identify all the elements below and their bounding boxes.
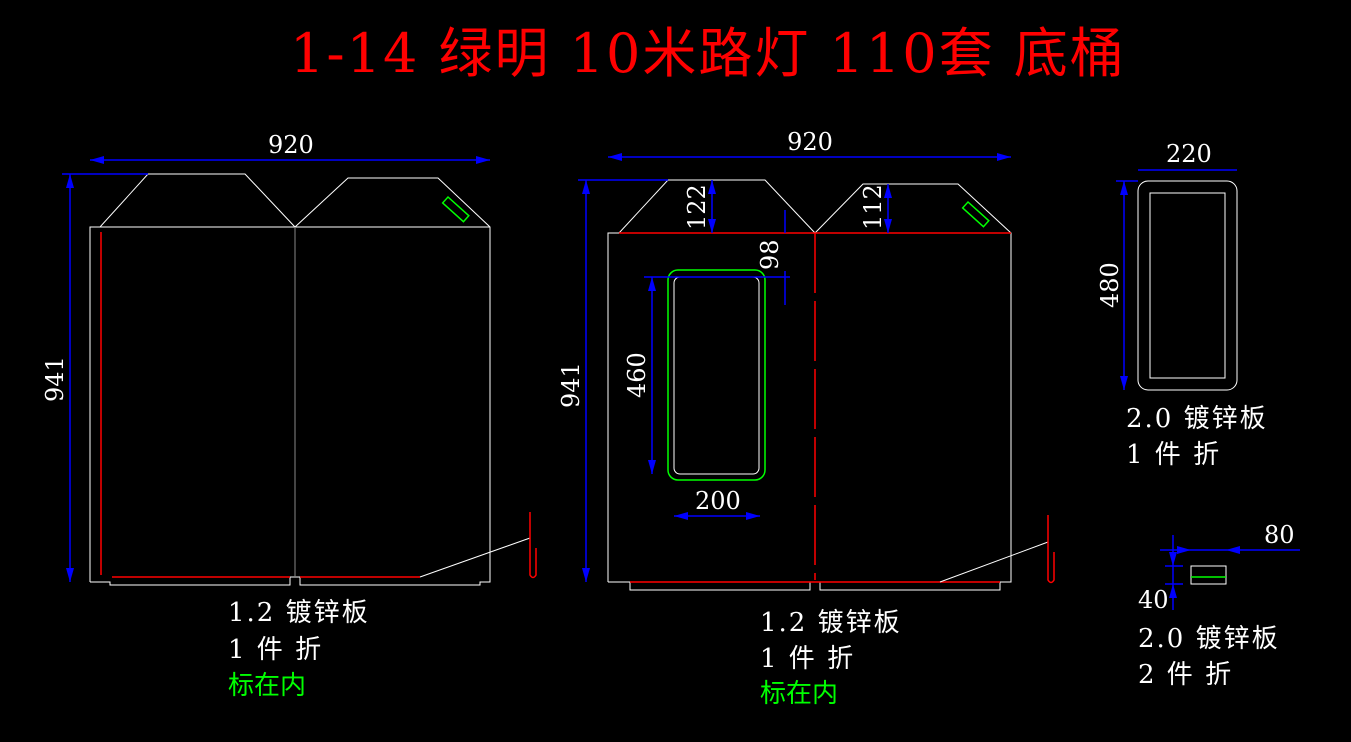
middle-leader-line [939,541,1049,583]
window-cutout-mark [667,269,766,481]
arrow-icon [1169,584,1177,598]
small-quantity: 2 件 折 [1138,660,1233,690]
frame-outer [1137,180,1238,391]
middle-section-mark [1047,515,1055,584]
middle-mark-slot [961,200,990,228]
arrow-icon [1177,546,1191,554]
arrow-icon [708,219,716,233]
small-part: 80 40 2.0 镀锌板 2 件 折 [1138,521,1300,690]
left-section-mark [529,512,537,579]
middle-dim-122: 122 [683,184,711,230]
frame-quantity: 1 件 折 [1126,440,1221,470]
arrow-icon [997,153,1011,161]
small-part-outline [1190,565,1227,585]
middle-quantity: 1 件 折 [760,644,855,674]
frame-dim-height: 480 [1096,262,1124,308]
arrow-icon [66,174,74,188]
arrow-icon [884,219,892,233]
left-dim-height: 941 [41,356,69,402]
left-leader-line [419,537,531,578]
left-material: 1.2 镀锌板 [228,598,370,628]
small-dim-width: 80 [1264,521,1295,549]
left-dim-width: 920 [268,131,314,159]
arrow-icon [1169,552,1177,566]
left-panel-outline [89,173,491,586]
middle-material: 1.2 镀锌板 [760,608,902,638]
middle-dim-112: 112 [859,184,887,230]
arrow-icon [648,277,656,291]
frame-dim-width: 220 [1166,140,1212,168]
middle-dim-98: 98 [756,239,784,270]
small-material: 2.0 镀锌板 [1138,624,1280,654]
frame-material: 2.0 镀锌板 [1126,404,1268,434]
arrow-icon [1120,181,1128,195]
arrow-icon [1226,546,1240,554]
left-quantity: 1 件 折 [228,635,323,665]
middle-mark-note: 标在内 [760,679,838,709]
arrow-icon [90,156,104,164]
left-mark-note: 标在内 [228,671,306,701]
drawing-title: 1-14 绿明 10米路灯 110套 底桶 [290,22,1126,85]
arrow-icon [674,512,688,520]
frame-part: 220 480 2.0 镀锌板 1 件 折 [1096,140,1268,470]
left-panel: 920 941 1.2 镀锌板 1 件 折 标在内 [41,131,537,701]
arrow-icon [66,568,74,582]
middle-dim-height: 941 [557,362,585,408]
left-mark-slot [441,195,470,223]
small-dim-height: 40 [1138,586,1169,614]
arrow-icon [582,568,590,582]
arrow-icon [884,184,892,198]
frame-inner [1149,192,1226,379]
middle-dim-200: 200 [695,487,741,515]
arrow-icon [476,156,490,164]
middle-panel: 920 941 122 112 98 460 200 1.2 镀锌板 1 件 折… [557,128,1055,709]
arrow-icon [648,460,656,474]
middle-dim-width: 920 [787,128,833,156]
window-cutout [673,276,760,475]
arrow-icon [582,180,590,194]
arrow-icon [1120,376,1128,390]
arrow-icon [608,153,622,161]
arrow-icon [746,512,760,520]
middle-dim-460: 460 [623,352,651,398]
arrow-icon [708,180,716,194]
